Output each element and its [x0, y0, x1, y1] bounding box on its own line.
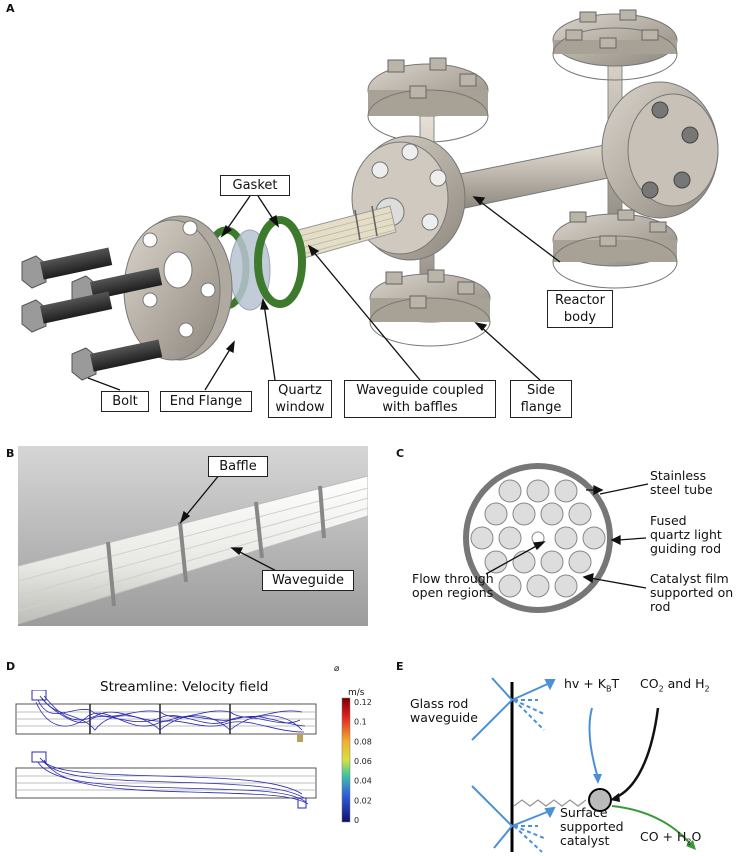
energy-arrow: [588, 707, 599, 779]
colorbar-tick: 0.04: [354, 777, 372, 786]
colorbar-tick: 0: [354, 816, 359, 825]
end-flange-label: End Flange: [160, 391, 252, 412]
left-upper-flange: [367, 57, 491, 347]
colorbar-tick: 0.02: [354, 796, 372, 805]
colorbar-tick: 0.1: [354, 718, 367, 727]
light-rays: [471, 677, 556, 849]
lower-tube: [15, 751, 317, 809]
panel-e-diagram: [471, 677, 696, 853]
front-flange: [351, 135, 466, 261]
energy-label: hv + KBT: [564, 676, 620, 694]
panel-b-illustration: [18, 446, 368, 626]
support-linker: [513, 799, 587, 807]
panel-c-letter: C: [396, 447, 405, 460]
velocity-colorbar: 0.12 0.1 0.08 0.06 0.04 0.02 0: [341, 697, 372, 825]
waveguide-rod-3d: [18, 475, 368, 625]
streamline-plot: [15, 690, 317, 809]
waveguide-assembly: [297, 205, 397, 259]
panel-a-letter: A: [6, 2, 15, 15]
colorbar-tick: 0.06: [354, 757, 372, 766]
product-arrow: [611, 805, 693, 847]
bolt-label: Bolt: [101, 391, 149, 412]
reactants-label: CO2 and H2: [640, 676, 710, 694]
panel-e-letter: E: [396, 660, 404, 673]
corner-mark: ⌀: [334, 664, 340, 674]
baffle-label: Baffle: [208, 456, 268, 477]
quartz-rods: [470, 479, 606, 598]
reactant-arrow: [613, 707, 660, 800]
panel-a-leaders: [87, 195, 561, 391]
panel-c-cross-section: [463, 463, 613, 613]
right-upper-flange: [552, 9, 719, 289]
colorbar-tick: 0.12: [354, 698, 372, 707]
baffle-rings: [106, 485, 326, 607]
upper-tube: [15, 690, 317, 742]
velocity-unit: m/s: [348, 688, 365, 698]
panel-c-leaders: [485, 483, 649, 589]
panel-b-letter: B: [6, 447, 15, 460]
products-label: CO + H2O: [640, 829, 702, 847]
panel-a-illustration: [21, 9, 719, 391]
streamline-title: Streamline: Velocity field: [100, 679, 269, 695]
colorbar-tick: 0.08: [354, 737, 372, 746]
panel-d-letter: D: [6, 660, 16, 673]
end-flange-shape: [123, 215, 233, 361]
gasket-label: Gasket: [220, 175, 290, 196]
bolt-group: [21, 247, 163, 381]
waveguide-label: Waveguide: [262, 570, 354, 591]
gasket-right: [254, 216, 306, 308]
